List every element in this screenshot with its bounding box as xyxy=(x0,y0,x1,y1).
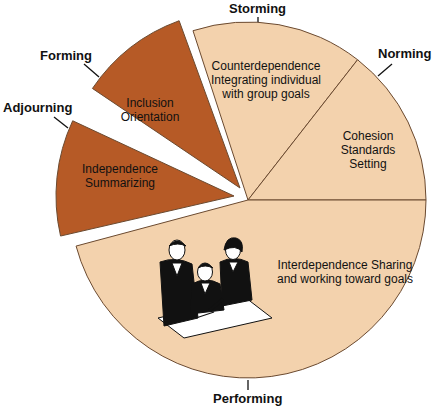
stage-name: Performing xyxy=(213,391,282,406)
stage-name: Norming xyxy=(378,46,431,61)
stage-description: Inclusion Orientation xyxy=(117,96,183,124)
stage-name: Forming xyxy=(40,48,92,63)
sector-outline xyxy=(248,60,426,200)
sector-outline xyxy=(76,200,426,378)
stage-description: Cohesion Standards Setting xyxy=(330,129,406,171)
stage-description: Independence Summarizing xyxy=(72,162,168,190)
leader-line xyxy=(84,64,99,77)
stage-name: Storming xyxy=(229,1,286,16)
leader-line xyxy=(54,117,68,128)
sector-outline xyxy=(56,121,234,236)
leader-line xyxy=(247,380,248,390)
stage-name: Adjourning xyxy=(3,100,72,115)
stage-description: Interdependence Sharing and working towa… xyxy=(270,258,420,286)
leader-line xyxy=(378,64,392,76)
stage-description: Counterdependence Integrating individual… xyxy=(208,59,324,101)
